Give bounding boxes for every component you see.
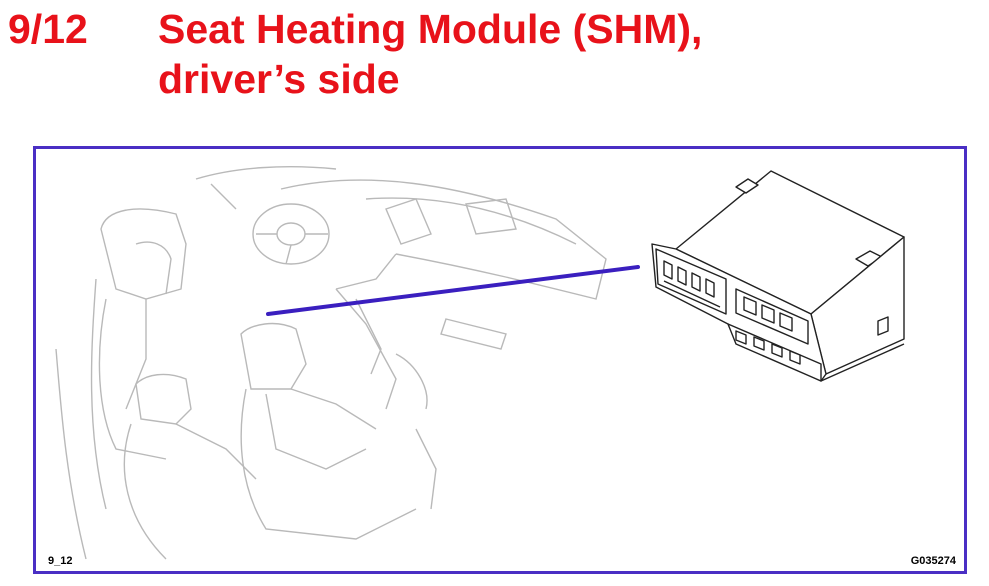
slide-number: 9/12 [8, 6, 88, 52]
title-line-2: driver’s side [158, 56, 400, 102]
diagram-illustration [55, 166, 905, 560]
pointer-line [266, 265, 640, 316]
slide-title: Seat Heating Module (SHM), driver’s side [158, 4, 702, 104]
figure-code-right: G035274 [910, 555, 956, 567]
seat-heating-module-drawing [651, 170, 905, 382]
figure-code-left: 9_12 [48, 555, 73, 567]
title-line-1: Seat Heating Module (SHM), [158, 6, 703, 52]
diagram-frame: 9_12 G035274 [33, 146, 967, 574]
car-interior-drawing [55, 166, 607, 560]
